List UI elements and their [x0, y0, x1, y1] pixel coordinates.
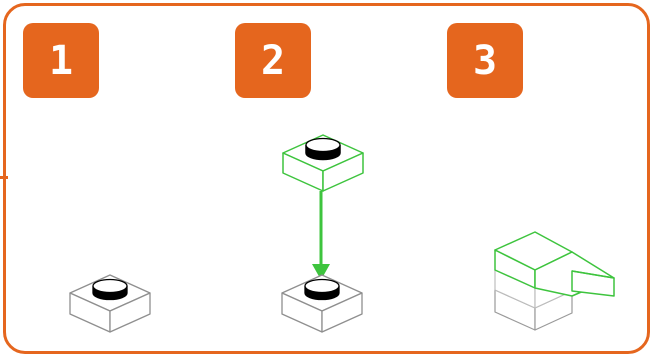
step1-plate	[69, 274, 151, 333]
step2-base-stud	[304, 278, 340, 301]
step-badge-3: 3	[447, 23, 523, 98]
step2-new-plate-stud	[305, 137, 341, 161]
step1-stud	[92, 278, 128, 301]
step-badge-2: 2	[235, 23, 311, 98]
step2-new-plate	[282, 134, 364, 192]
step-number-3: 3	[472, 37, 498, 84]
step-number-2: 2	[260, 37, 286, 84]
step2-base-plate	[281, 274, 363, 333]
frame-edge-mark	[0, 176, 8, 179]
step2-down-arrow	[312, 191, 330, 280]
step-badge-1: 1	[23, 23, 99, 98]
step-number-1: 1	[48, 37, 74, 84]
step3-slope-brick	[494, 231, 615, 297]
